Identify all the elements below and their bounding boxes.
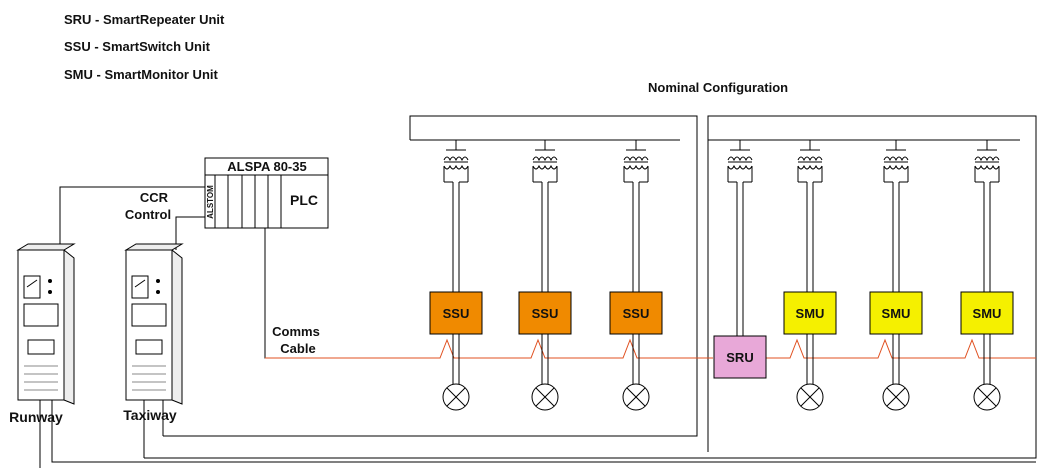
indicator-icon: [156, 290, 160, 294]
control-panel-icon: [131, 303, 167, 327]
regulator-side: [171, 248, 183, 405]
comms-cable-segment-a: [265, 338, 713, 359]
transformer-icon: [883, 140, 909, 170]
legend-smu: SMU - SmartMonitor Unit: [64, 67, 218, 82]
display-window-icon: [27, 339, 55, 355]
comms-label-line2: Cable: [280, 341, 315, 356]
regulator-taxiway: [124, 243, 184, 405]
branch-sru: SRU: [713, 140, 767, 379]
plc-brand-strip: [204, 174, 216, 229]
ssu-unit: [609, 291, 663, 335]
lamp-icon: [882, 383, 910, 411]
regulator-top: [16, 243, 76, 251]
transformer-icon: [623, 140, 649, 170]
branch-smu: SMU: [869, 140, 923, 411]
ssu-unit: [518, 291, 572, 335]
sru-label: SRU: [726, 350, 753, 365]
regulator-runway-label: Runway: [9, 409, 63, 425]
ssu-label: SSU: [532, 306, 559, 321]
smu-label: SMU: [973, 306, 1002, 321]
indicator-icon: [156, 279, 160, 283]
circuit-frame-1: [163, 115, 698, 437]
transformer-icon: [727, 140, 753, 170]
branch-ssu: SSU: [518, 140, 572, 411]
plc-label: PLC: [290, 192, 318, 208]
runway-control-wire: [59, 186, 205, 250]
sru-unit: [713, 335, 767, 379]
branch-smu: SMU: [783, 140, 837, 411]
taxiway-control-wire: [175, 216, 205, 250]
circuit-frame-2: [144, 115, 1037, 459]
display-window-icon: [135, 339, 163, 355]
smu-unit: [869, 291, 923, 335]
meter-needle-icon: [134, 279, 146, 288]
lamp-icon: [796, 383, 824, 411]
ssu-unit: [429, 291, 483, 335]
indicator-icon: [48, 279, 52, 283]
smu-label: SMU: [796, 306, 825, 321]
meter-icon: [23, 275, 41, 299]
transformer-icon: [797, 140, 823, 170]
ssu-label: SSU: [443, 306, 470, 321]
legend-ssu: SSU - SmartSwitch Unit: [64, 39, 210, 54]
indicator-icon: [48, 290, 52, 294]
lamp-icon: [973, 383, 1001, 411]
plc-header: ALSPA 80-35: [227, 159, 306, 174]
branch-ssu: SSU: [429, 140, 483, 411]
plc-brand: ALSTOM: [206, 185, 215, 219]
comms-label-line1: Comms: [272, 324, 320, 339]
runway-feed-b: [51, 400, 1036, 463]
lamp-icon: [442, 383, 470, 411]
meter-needle-icon: [26, 279, 38, 288]
regulator-front: [125, 249, 173, 401]
comms-cable-segment-b: [766, 338, 1036, 359]
smu-unit: [783, 291, 837, 335]
transformer-icon: [532, 140, 558, 170]
regulator-runway: [16, 243, 76, 405]
branch-ssu: SSU: [609, 140, 663, 411]
branch-smu: SMU: [960, 140, 1014, 411]
ssu-label: SSU: [623, 306, 650, 321]
regulator-taxiway-label: Taxiway: [123, 407, 177, 423]
ccr-label-line1: CCR: [140, 190, 169, 205]
comms-cable: [265, 338, 1036, 359]
regulator-side: [63, 248, 75, 405]
transformer-icon: [443, 140, 469, 170]
lamp-icon: [622, 383, 650, 411]
regulator-front: [17, 249, 65, 401]
transformer-icon: [974, 140, 1000, 170]
regulator-top: [124, 243, 184, 251]
plc-rack: ALSPA 80-35 ALSTOM PLC: [204, 157, 329, 229]
lamp-icon: [531, 383, 559, 411]
legend-sru: SRU - SmartRepeater Unit: [64, 12, 225, 27]
diagram-title: Nominal Configuration: [648, 80, 788, 95]
smu-label: SMU: [882, 306, 911, 321]
control-panel-icon: [23, 303, 59, 327]
ccr-label-line2: Control: [125, 207, 171, 222]
lamp-branches: SSU SSU SSU SRU SMU SMU SMU: [429, 140, 1014, 411]
smu-unit: [960, 291, 1014, 335]
meter-icon: [131, 275, 149, 299]
plc-body: [204, 157, 329, 229]
